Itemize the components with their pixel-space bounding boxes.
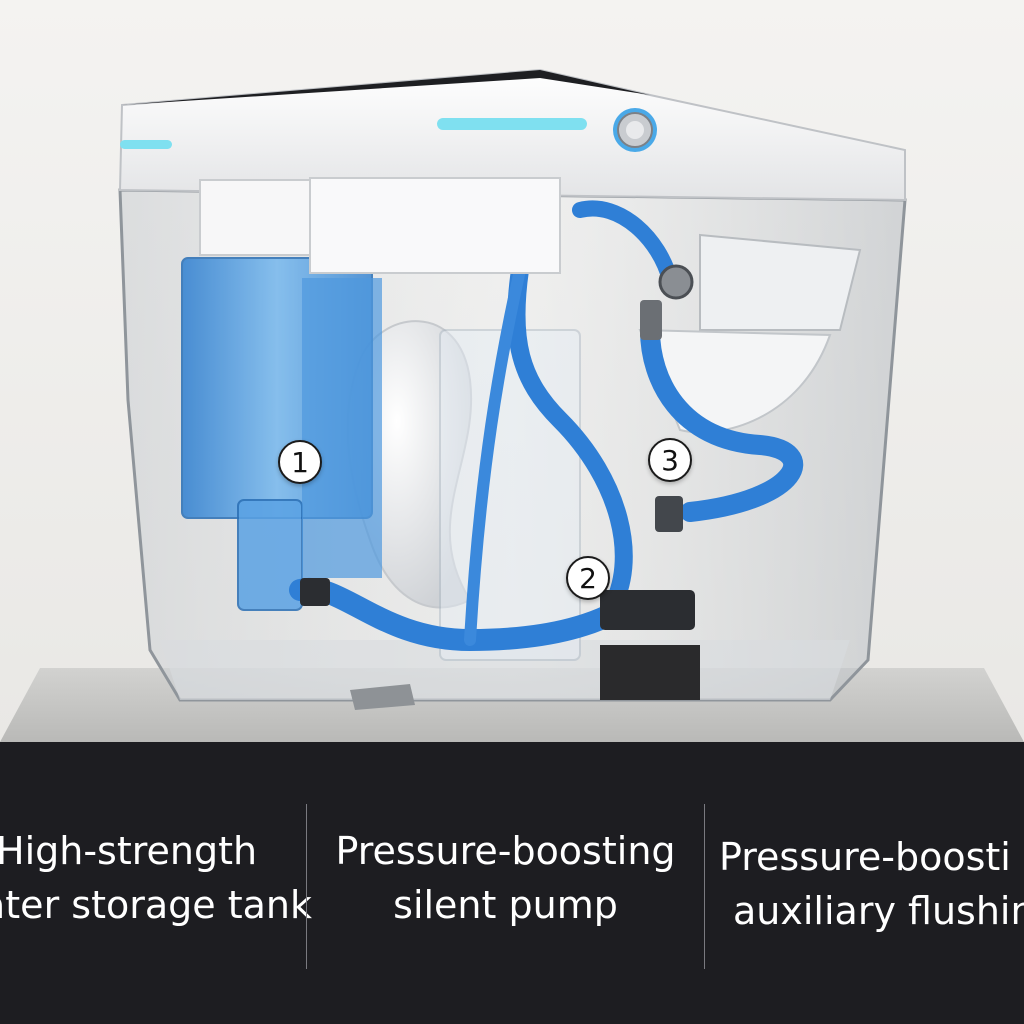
caption-divider — [704, 804, 705, 969]
caption-auxiliary-flushing-line1: Pressure-boosti — [719, 835, 1011, 879]
caption-storage-tank: High-strength ater storage tank — [0, 824, 312, 932]
caption-auxiliary-flushing-line2: auxiliary flushin — [733, 889, 1024, 933]
caption-silent-pump: Pressure-boosting silent pump — [307, 824, 704, 932]
caption-silent-pump-line1: Pressure-boosting — [335, 829, 676, 873]
toilet-cutaway-illustration — [0, 0, 1024, 742]
marker-3: 3 — [648, 438, 692, 482]
marker-1: 1 — [278, 440, 322, 484]
caption-storage-tank-line2: ater storage tank — [0, 883, 312, 927]
caption-bar: High-strength ater storage tank Pressure… — [0, 742, 1024, 1024]
marker-2: 2 — [566, 556, 610, 600]
caption-storage-tank-line1: High-strength — [0, 829, 258, 873]
caption-silent-pump-line2: silent pump — [393, 883, 618, 927]
caption-auxiliary-flushing: Pressure-boosti auxiliary flushin — [705, 830, 1024, 938]
caption-divider — [306, 804, 307, 969]
